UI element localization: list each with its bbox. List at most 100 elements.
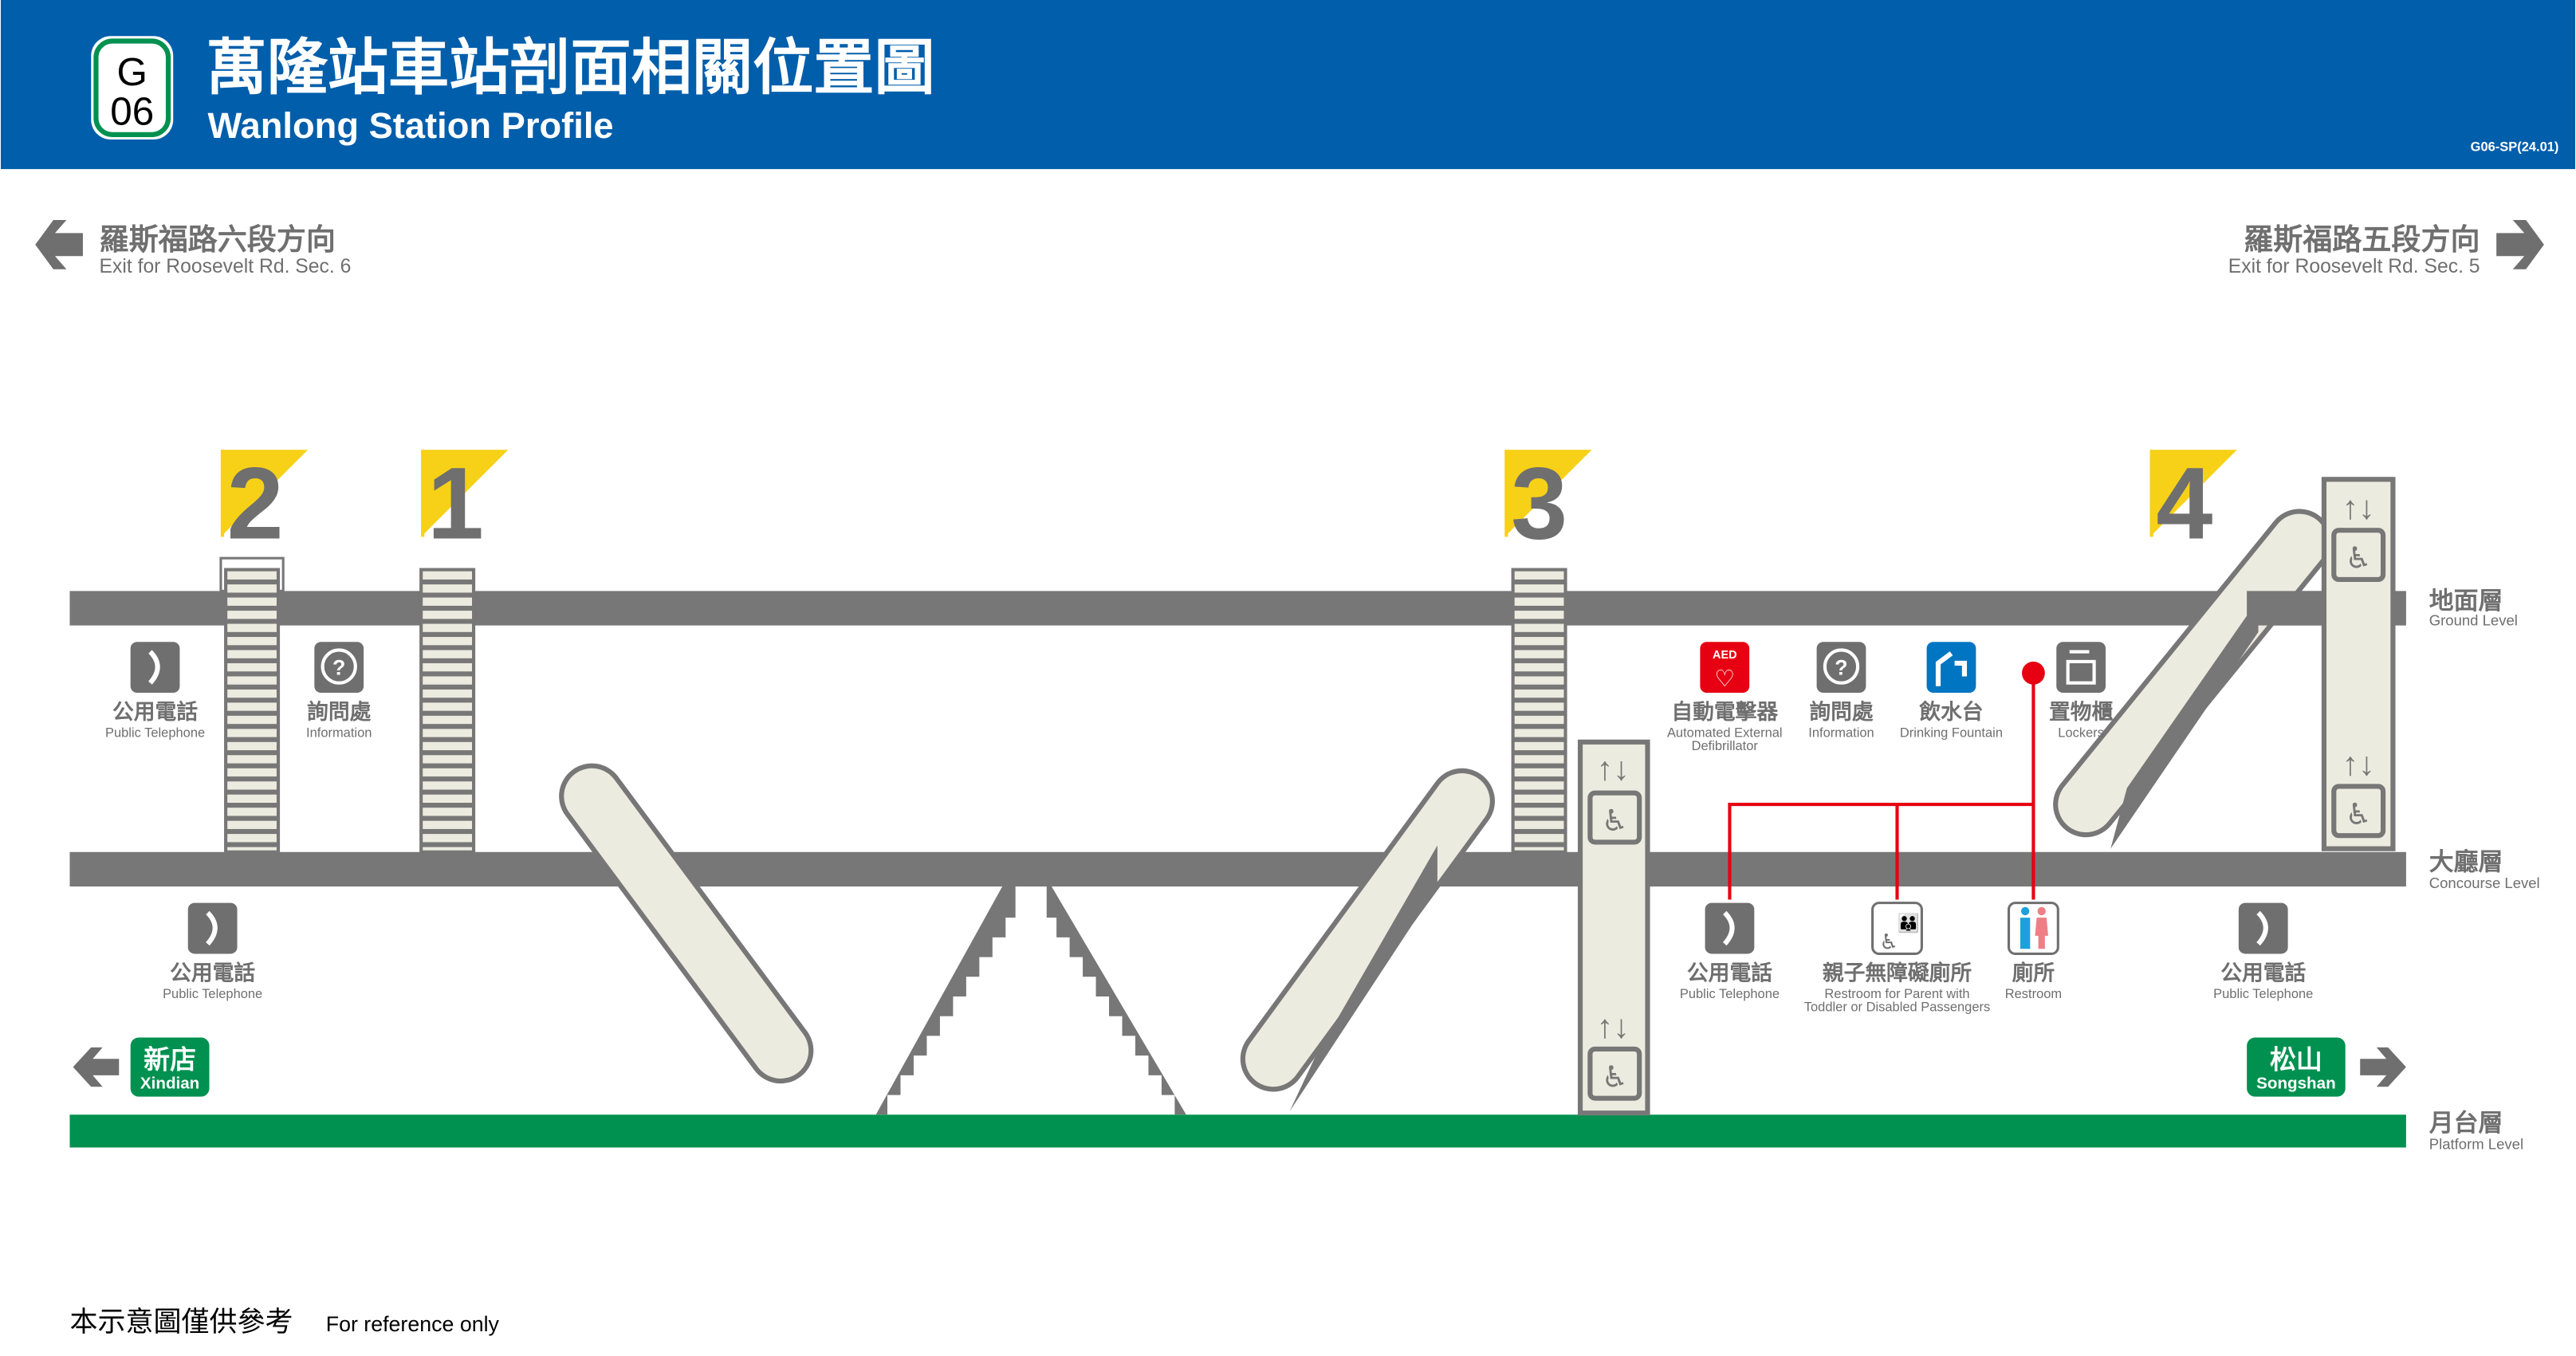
document-code: G06-SP(24.01) [2471,140,2559,154]
header-banner [0,0,2576,170]
escalator-platform-to-concourse-right [1240,768,1495,1112]
svg-text:公用電話: 公用電話 [1687,960,1772,985]
svg-text:Restroom: Restroom [2005,987,2062,1001]
level-label-platform-zh: 月台層 [2429,1109,2503,1137]
elevator-concourse-platform: ↑↓ ♿ ↑↓ ♿ [1577,739,1650,1116]
facility-restroom: 廁所 Restroom [2005,902,2062,1001]
svg-text:♿: ♿ [2346,797,2372,831]
svg-text:?: ? [1835,655,1847,679]
page-subtitle: Wanlong Station Profile [207,105,613,146]
facility-public-telephone-ground-left: 公用電話 Public Telephone [105,642,205,741]
exit-number: 1 [427,446,484,560]
facility-drinking-fountain: 飲水台 Drinking Fountain [1900,642,2003,741]
svg-text:AED: AED [1713,649,1736,662]
svg-text:飲水台: 飲水台 [1918,699,1983,724]
facility-information-ground-left: ? 詢問處 Information [306,642,372,741]
svg-text:👪: 👪 [1898,913,1920,933]
svg-text:Information: Information [1808,726,1874,741]
accessible-elevator-icon [1587,1046,1642,1101]
restroom-route-marker [2022,661,2045,685]
level-label-concourse-zh: 大廳層 [2429,847,2503,875]
svg-text:詢問處: 詢問處 [1809,699,1874,724]
exit-number: 4 [2156,446,2212,560]
svg-text:↑↓: ↑↓ [2342,745,2375,782]
svg-text:公用電話: 公用電話 [112,699,198,724]
facility-public-telephone-concourse-right: 公用電話 Public Telephone [2213,902,2313,1001]
facility-public-telephone-concourse-left: 公用電話 Public Telephone [163,902,262,1001]
svg-text:Xindian: Xindian [140,1074,199,1092]
svg-text:?: ? [332,655,345,679]
station-number: 06 [110,90,154,134]
svg-text:♿: ♿ [1602,1059,1628,1093]
station-badge: G 06 [91,36,174,140]
restroom-icon [2007,902,2059,956]
svg-text:Public Telephone: Public Telephone [2213,987,2313,1001]
escalator-concourse-to-exit-4 [2053,509,2333,849]
level-label-ground-zh: 地面層 [2429,587,2503,615]
svg-text:♿: ♿ [2346,541,2372,575]
svg-text:公用電話: 公用電話 [170,960,255,985]
svg-text:Drinking Fountain: Drinking Fountain [1900,726,2003,741]
locker-icon [2056,642,2106,694]
svg-text:自動電擊器: 自動電擊器 [1671,699,1778,724]
svg-text:松山: 松山 [2270,1045,2322,1075]
svg-text:Defibrillator: Defibrillator [1692,739,1759,753]
svg-text:↑↓: ↑↓ [1597,1008,1630,1044]
svg-text:Public Telephone: Public Telephone [163,987,262,1001]
svg-text:廁所: 廁所 [2012,960,2055,985]
page-title: 萬隆站車站剖面相關位置圖 [206,34,934,102]
svg-text:Information: Information [306,726,372,741]
arrow-right-icon [2360,1047,2406,1087]
facility-public-telephone-concourse-mid: 公用電話 Public Telephone [1680,902,1780,1001]
exit-direction-left-zh: 羅斯福路六段方向 [100,222,336,256]
exit-number: 2 [227,446,284,560]
exit-direction-right-zh: 羅斯福路五段方向 [2244,222,2480,256]
svg-text:↑↓: ↑↓ [1597,750,1630,787]
facility-family-accessible-restroom: ♿ 👪 親子無障礙廁所 Restroom for Parent with Tod… [1804,902,1990,1015]
direction-songshan: 松山 Songshan [2247,1037,2346,1097]
exit-number-badge: 4 [2149,446,2237,560]
line-code: G [117,50,147,94]
svg-text:Lockers: Lockers [2058,726,2104,741]
stairs-to-exit-1 [419,568,476,854]
svg-text:Automated External: Automated External [1667,726,1783,741]
family-restroom-icon [1871,902,1923,956]
svg-text:親子無障礙廁所: 親子無障礙廁所 [1823,960,1972,985]
exit-number-badge: 2 [220,446,309,560]
accessible-elevator-icon [2331,528,2386,583]
arrow-right-icon [2496,219,2544,269]
stairs-to-exit-3 [1511,568,1567,854]
exit-direction-right-en: Exit for Roosevelt Rd. Sec. 5 [2228,256,2480,277]
direction-xindian: 新店 Xindian [130,1037,210,1097]
exit-direction-left-en: Exit for Roosevelt Rd. Sec. 6 [100,256,352,277]
escalator-concourse-to-platform-left [559,763,814,1084]
stairs-to-exit-2 [219,556,285,854]
svg-text:新店: 新店 [144,1045,196,1075]
exit-number-badge: 1 [421,446,509,560]
svg-text:詢問處: 詢問處 [307,699,372,724]
svg-text:Public Telephone: Public Telephone [105,726,205,741]
svg-text:♿: ♿ [1602,804,1628,837]
level-label-platform-en: Platform Level [2429,1136,2523,1153]
svg-text:Songshan: Songshan [2256,1074,2335,1092]
arrow-left-icon [73,1047,120,1087]
svg-text:公用電話: 公用電話 [2220,960,2306,985]
disclaimer-en: For reference only [326,1312,500,1336]
svg-text:Restroom for Parent with: Restroom for Parent with [1824,987,1969,1001]
facility-information-concourse: ? 詢問處 Information [1808,642,1874,741]
facility-lockers: 置物櫃 Lockers [2049,642,2114,741]
accessible-elevator-icon [2331,784,2386,839]
svg-text:♡: ♡ [1714,666,1735,692]
svg-text:♿: ♿ [1879,930,1898,953]
disclaimer-zh: 本示意圖僅供參考 [69,1307,293,1338]
level-label-ground-en: Ground Level [2429,612,2518,629]
accessible-elevator-icon [1587,790,1642,845]
exit-number-badge: 3 [1504,446,1592,560]
arrow-left-icon [35,219,83,269]
platform-level-bar [69,1114,2406,1148]
svg-text:置物櫃: 置物櫃 [2049,700,2114,724]
svg-text:Toddler or Disabled Passengers: Toddler or Disabled Passengers [1804,1000,1990,1015]
fixed-stairs-to-platform [875,886,1186,1115]
restroom-route-lines [1728,673,2035,900]
svg-text:Public Telephone: Public Telephone [1680,987,1780,1001]
